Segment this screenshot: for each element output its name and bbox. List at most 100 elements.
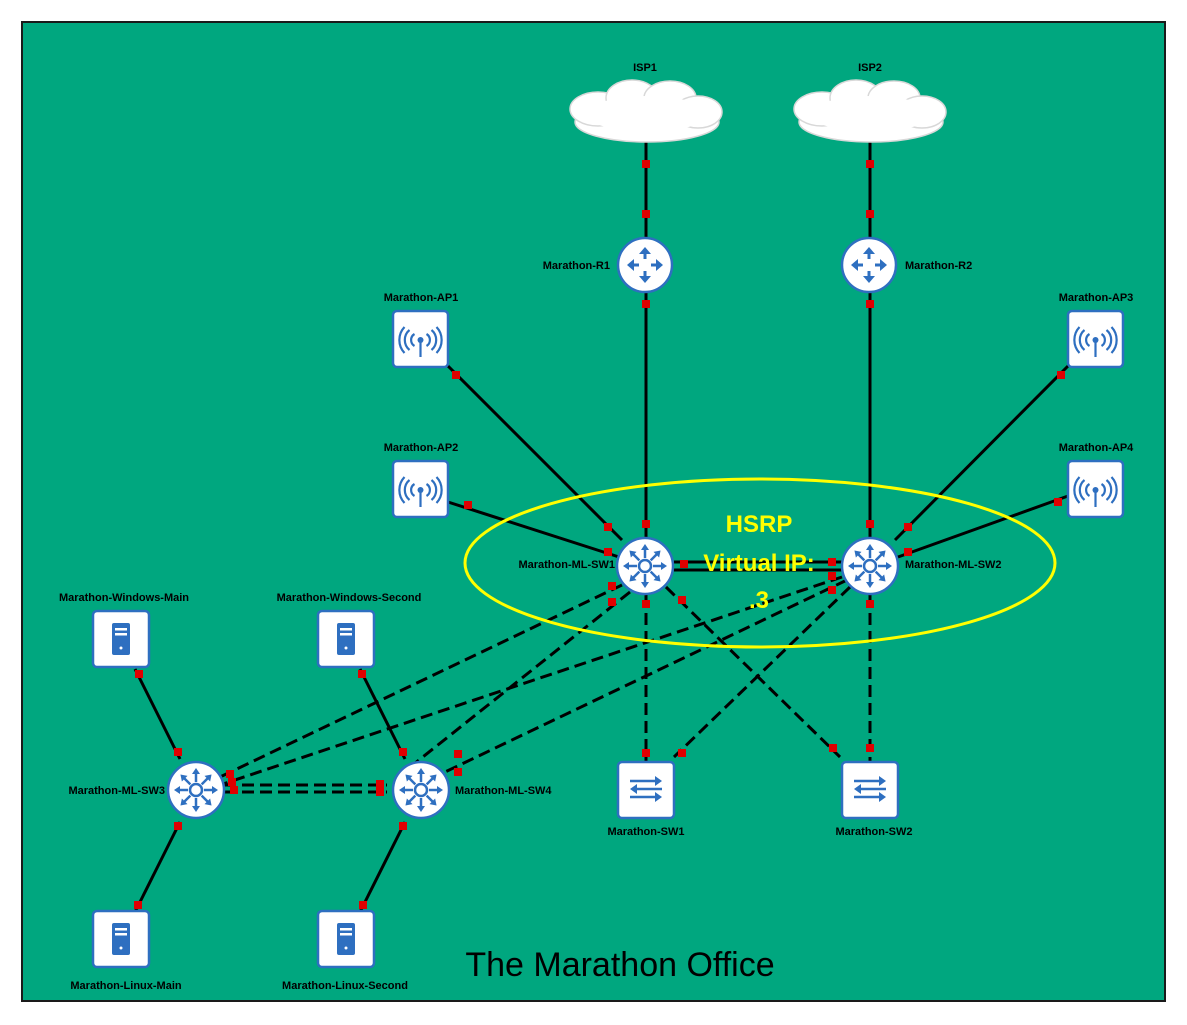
port-marker bbox=[642, 160, 650, 168]
router-r1-label: Marathon-R1 bbox=[543, 260, 610, 272]
server-linux-main-label: Marathon-Linux-Main bbox=[70, 980, 181, 992]
switch-icon bbox=[854, 776, 886, 802]
link-ap2-mlsw1 bbox=[447, 500, 620, 559]
port-marker bbox=[454, 750, 462, 758]
network-diagram: ISP1 ISP2 Marathon-R1 bbox=[59, 62, 1134, 992]
wireless-access-point-icon bbox=[1073, 476, 1118, 507]
port-marker bbox=[904, 523, 912, 531]
router-r2[interactable]: Marathon-R2 bbox=[840, 236, 972, 294]
multilayer-switch-mlsw4[interactable] bbox=[391, 760, 451, 820]
link-mlsw2-mlsw4 bbox=[444, 578, 848, 774]
port-marker bbox=[359, 901, 367, 909]
multilayer-switch-mlsw3[interactable] bbox=[166, 760, 226, 820]
server-windows-main-label: Marathon-Windows-Main bbox=[59, 592, 189, 604]
hsrp-ellipse bbox=[463, 477, 1057, 649]
port-marker bbox=[399, 748, 407, 756]
link-mlsw1-mlsw3 bbox=[219, 583, 623, 779]
multilayer-switch-icon bbox=[848, 544, 892, 588]
link-mlsw2-mlsw3 bbox=[219, 575, 843, 787]
server-linux-second-label: Marathon-Linux-Second bbox=[282, 980, 408, 992]
port-marker bbox=[454, 768, 462, 776]
server-linux-main[interactable]: Marathon-Linux-Main bbox=[70, 909, 182, 992]
port-markers bbox=[134, 160, 1065, 909]
link-winsecond-mlsw4 bbox=[358, 668, 407, 760]
multilayer-switch-icon bbox=[623, 544, 667, 588]
access-point-ap2[interactable]: Marathon-AP2 bbox=[384, 442, 459, 519]
access-point-ap4-label: Marathon-AP4 bbox=[1059, 442, 1134, 454]
port-marker bbox=[678, 749, 686, 757]
port-marker bbox=[358, 670, 366, 678]
port-marker bbox=[828, 586, 836, 594]
multilayer-switches bbox=[166, 536, 900, 820]
switch-sw2[interactable]: Marathon-SW2 bbox=[836, 760, 913, 838]
router-arrows bbox=[627, 247, 663, 283]
port-marker bbox=[866, 744, 874, 752]
server-windows-main[interactable]: Marathon-Windows-Main bbox=[59, 592, 189, 669]
port-marker bbox=[642, 520, 650, 528]
mlsw2-label: Marathon-ML-SW2 bbox=[905, 559, 1002, 571]
isp2-label: ISP2 bbox=[858, 62, 882, 74]
port-marker bbox=[399, 822, 407, 830]
office-title: The Marathon Office bbox=[465, 946, 774, 984]
link-winmain-mlsw3 bbox=[133, 668, 182, 760]
multilayer-switch-mlsw2[interactable] bbox=[840, 536, 900, 596]
server-windows-second-label: Marathon-Windows-Second bbox=[277, 592, 422, 604]
server-windows-second[interactable]: Marathon-Windows-Second bbox=[277, 592, 422, 669]
multilayer-switch-icon bbox=[174, 768, 218, 812]
mlsw3-label: Marathon-ML-SW3 bbox=[68, 785, 165, 797]
switch-sw2-label: Marathon-SW2 bbox=[836, 826, 913, 838]
multilayer-switch-mlsw1[interactable] bbox=[615, 536, 675, 596]
hsrp-title: HSRP bbox=[726, 511, 793, 538]
switch-icon bbox=[630, 776, 662, 802]
router-r1[interactable]: Marathon-R1 bbox=[543, 236, 674, 294]
port-marker bbox=[174, 748, 182, 756]
wireless-access-point-icon bbox=[398, 326, 443, 357]
multilayer-switch-icon bbox=[399, 768, 443, 812]
isp1-cloud[interactable]: ISP1 bbox=[569, 62, 723, 143]
switch-sw1[interactable]: Marathon-SW1 bbox=[608, 760, 685, 838]
port-marker bbox=[604, 548, 612, 556]
access-point-ap1-label: Marathon-AP1 bbox=[384, 292, 459, 304]
isp2-cloud[interactable]: ISP2 bbox=[793, 62, 947, 143]
diagram-canvas: ISP1 ISP2 Marathon-R1 bbox=[21, 21, 1166, 1002]
port-marker bbox=[174, 822, 182, 830]
port-marker bbox=[904, 548, 912, 556]
server-linux-second[interactable]: Marathon-Linux-Second bbox=[282, 909, 408, 992]
port-marker bbox=[828, 572, 836, 580]
access-point-ap3[interactable]: Marathon-AP3 bbox=[1059, 292, 1134, 369]
link-ap3-mlsw2 bbox=[893, 364, 1070, 542]
port-marker bbox=[604, 523, 612, 531]
server-icon bbox=[337, 923, 355, 955]
port-marker bbox=[866, 300, 874, 308]
port-marker bbox=[230, 786, 238, 794]
port-marker bbox=[642, 749, 650, 757]
wireless-access-point-icon bbox=[1073, 326, 1118, 357]
cloud-icon bbox=[569, 79, 723, 143]
hsrp-virtual-ip-label: Virtual IP: bbox=[703, 550, 815, 577]
server-icon bbox=[112, 923, 130, 955]
router-arrows bbox=[851, 247, 887, 283]
link-mlsw1-sw2 bbox=[664, 585, 842, 759]
port-marker bbox=[1057, 371, 1065, 379]
wireless-access-point-icon bbox=[398, 476, 443, 507]
port-marker bbox=[226, 770, 234, 778]
port-marker bbox=[642, 210, 650, 218]
port-marker bbox=[678, 596, 686, 604]
port-marker bbox=[608, 598, 616, 606]
port-marker bbox=[680, 560, 688, 568]
isp1-label: ISP1 bbox=[633, 62, 657, 74]
link-mlsw4-linsecond bbox=[358, 821, 407, 913]
port-marker bbox=[866, 160, 874, 168]
port-marker bbox=[464, 501, 472, 509]
link-ap4-mlsw2 bbox=[897, 494, 1069, 559]
links bbox=[133, 142, 1070, 913]
mlsw4-label: Marathon-ML-SW4 bbox=[455, 785, 552, 797]
port-marker bbox=[376, 780, 384, 788]
server-icon bbox=[112, 623, 130, 655]
port-marker bbox=[642, 300, 650, 308]
port-marker bbox=[866, 600, 874, 608]
access-point-ap1[interactable]: Marathon-AP1 bbox=[384, 292, 459, 369]
port-marker bbox=[228, 778, 236, 786]
port-marker bbox=[829, 744, 837, 752]
access-point-ap4[interactable]: Marathon-AP4 bbox=[1059, 442, 1134, 519]
